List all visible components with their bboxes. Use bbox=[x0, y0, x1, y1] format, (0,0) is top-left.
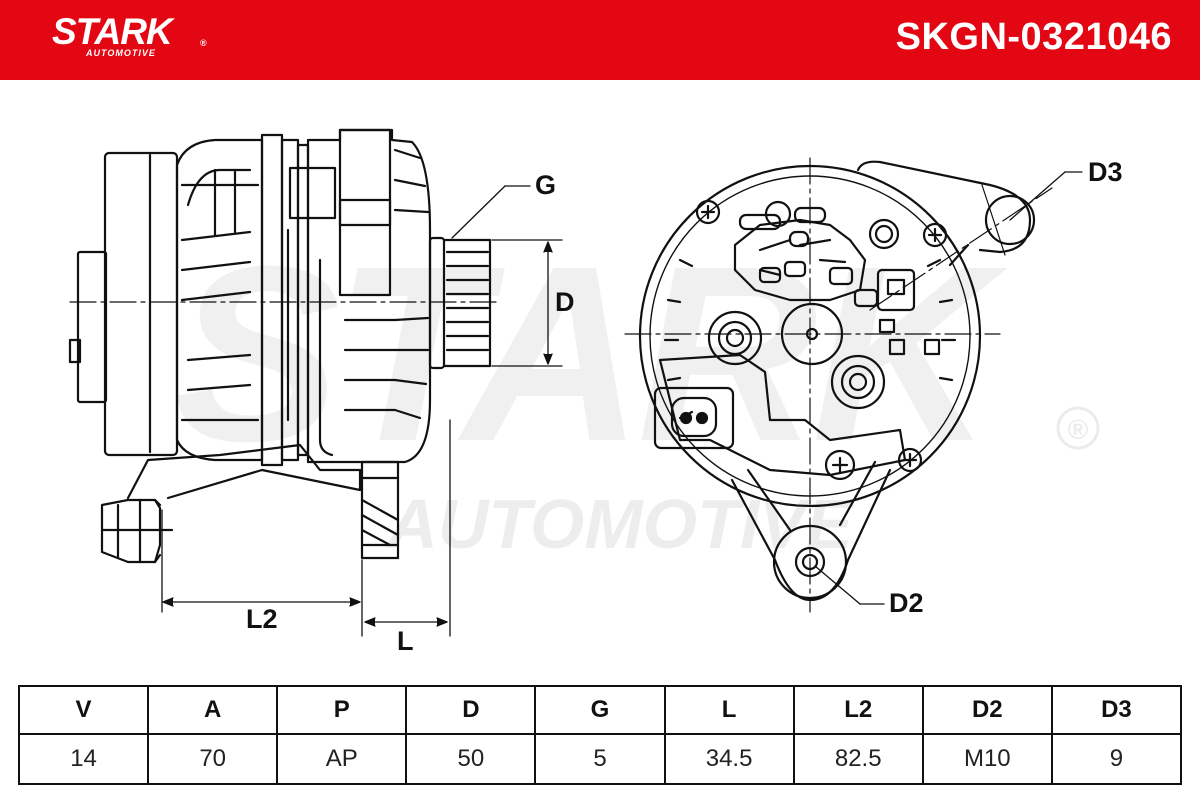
dimension-g-leader bbox=[451, 185, 506, 239]
watermark-registered-icon bbox=[1056, 406, 1100, 450]
part-number: SKGN-0321046 bbox=[895, 16, 1172, 58]
dimension-d2-leader bbox=[814, 565, 861, 605]
stark-logo: STARK AUTOMOTIVE bbox=[52, 11, 173, 59]
label-l: L bbox=[397, 626, 414, 656]
spec-header-row: V A P D G L L2 D2 D3 bbox=[17, 685, 1183, 735]
spec-value-cell: 70 bbox=[147, 733, 279, 785]
label-d2: D2 bbox=[889, 588, 924, 618]
spec-header-cell: D3 bbox=[1050, 685, 1183, 735]
label-d3: D3 bbox=[1088, 157, 1123, 187]
watermark-registered-mark: ® bbox=[1068, 414, 1089, 445]
spec-value-cell: 50 bbox=[405, 733, 537, 785]
dimension-d3-leader bbox=[1009, 171, 1066, 221]
spec-value-row: 14 70 AP 50 5 34.5 82.5 M10 9 bbox=[17, 733, 1183, 785]
label-l2: L2 bbox=[246, 604, 278, 634]
alternator-rear-view bbox=[624, 157, 1053, 613]
label-d: D bbox=[555, 287, 575, 317]
spec-header-cell: P bbox=[276, 685, 408, 735]
header-bar: STARK AUTOMOTIVE ® SKGN-0321046 bbox=[0, 0, 1200, 80]
spec-value-cell: AP bbox=[276, 733, 408, 785]
registered-mark: ® bbox=[200, 38, 207, 48]
spec-header-cell: D bbox=[405, 685, 537, 735]
alternator-side-view bbox=[68, 128, 501, 564]
spec-value-cell: M10 bbox=[921, 733, 1053, 785]
brand-subtitle: AUTOMOTIVE bbox=[86, 48, 156, 58]
watermark-stark-text: STARK bbox=[174, 214, 1008, 493]
spec-header-cell: D2 bbox=[921, 685, 1053, 735]
dimension-l-lines bbox=[161, 419, 451, 637]
spec-header-cell: A bbox=[147, 685, 279, 735]
spec-header-cell: G bbox=[534, 685, 666, 735]
spec-header-cell: V bbox=[17, 685, 150, 735]
spec-table: V A P D G L L2 D2 D3 14 70 AP 50 5 34.5 … bbox=[17, 685, 1183, 785]
spec-value-cell: 34.5 bbox=[663, 733, 795, 785]
spec-value-cell: 14 bbox=[17, 733, 150, 785]
label-g: G bbox=[535, 170, 557, 200]
brand-name: STARK bbox=[52, 11, 173, 52]
stark-watermark: STARK AUTOMOTIVE ® bbox=[174, 214, 1100, 563]
spec-header-cell: L bbox=[663, 685, 795, 735]
alternator-drawing bbox=[68, 128, 1083, 637]
spec-value-cell: 82.5 bbox=[792, 733, 924, 785]
spec-header-cell: L2 bbox=[792, 685, 924, 735]
spec-value-cell: 5 bbox=[534, 733, 666, 785]
dimension-d-lines bbox=[491, 239, 563, 367]
spec-value-cell: 9 bbox=[1050, 733, 1183, 785]
